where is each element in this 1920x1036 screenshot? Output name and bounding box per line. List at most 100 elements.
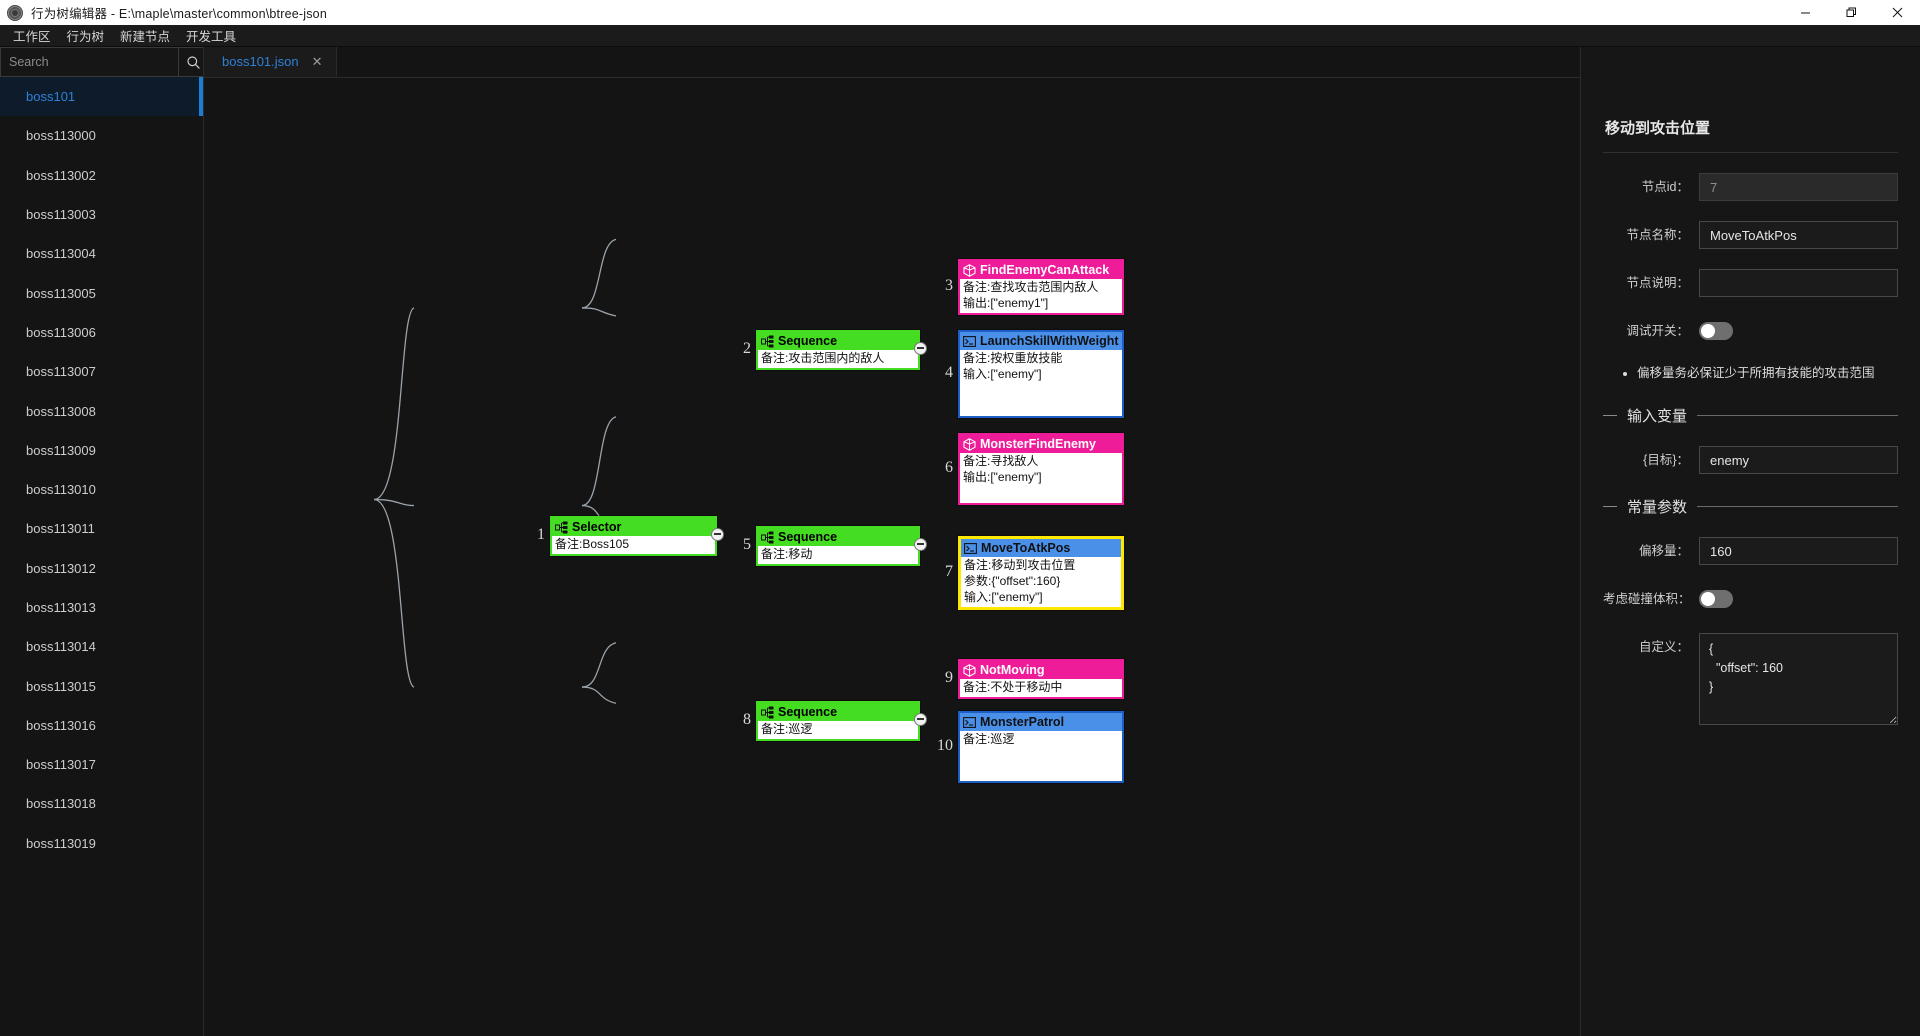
search-row [0,47,203,77]
search-button[interactable] [178,47,203,77]
custom-textarea[interactable]: { "offset": 160 } [1699,633,1898,725]
tab-label: boss101.json [222,54,299,69]
tree-node-line: 输出:["enemy"] [963,470,1042,484]
file-item[interactable]: boss113016 [0,706,203,745]
file-item[interactable]: boss113014 [0,627,203,666]
debug-switch-toggle[interactable] [1699,322,1733,340]
toggle-knob [1701,324,1715,338]
tree-node-line [963,398,1119,414]
menu-item-new-node[interactable]: 新建节点 [120,30,171,44]
node-id-label: 节点id： [1641,180,1689,194]
file-item[interactable]: boss113006 [0,313,203,352]
tree-node-collapse-toggle[interactable] [914,537,927,551]
file-item[interactable]: boss113007 [0,352,203,391]
condition-icon [963,263,976,277]
input-target-input[interactable] [1699,446,1898,474]
section-title: 输入变量 [1627,408,1688,425]
menu-item-workspace[interactable]: 工作区 [13,30,51,44]
file-item[interactable]: boss113004 [0,234,203,273]
maximize-button[interactable] [1828,0,1874,25]
search-input[interactable] [0,47,178,77]
tree-node-line: 备注:查找攻击范围内敌人 [963,280,1099,294]
file-item-label: boss113015 [26,678,96,694]
condition-icon [963,663,976,677]
file-item[interactable]: boss113015 [0,666,203,705]
offset-label: 偏移量： [1638,544,1689,558]
section-collapse-icon[interactable] [1603,415,1617,416]
file-item-label: boss113019 [26,835,96,851]
tree-node-title: MoveToAtkPos [981,541,1071,555]
close-button[interactable] [1874,0,1920,25]
file-item-label: boss113004 [26,246,96,262]
file-item-label: boss113009 [26,442,96,458]
collide-label: 考虑碰撞体积： [1603,592,1691,606]
tree-node-collapse-toggle[interactable] [914,341,927,355]
minimize-button[interactable] [1782,0,1828,25]
file-item[interactable]: boss113005 [0,273,203,312]
tree-node[interactable]: Sequence 备注:攻击范围内的敌人 [756,330,920,370]
tree-node-body: 备注:巡逻 [960,731,1122,781]
node-id-input [1699,173,1898,201]
section-collapse-icon[interactable] [1603,506,1617,507]
field-custom: 自定义： { "offset": 160 } [1603,633,1898,730]
node-desc-label: 节点说明： [1626,276,1689,290]
file-item[interactable]: boss113013 [0,588,203,627]
file-item-label: boss113012 [26,560,96,576]
file-item[interactable]: boss113017 [0,745,203,784]
tree-node[interactable]: FindEnemyCanAttack 备注:查找攻击范围内敌人输出:["enemy… [958,259,1124,315]
file-item-label: boss113014 [26,639,96,655]
debug-switch-label: 调试开关： [1626,324,1689,338]
composite-icon [761,531,774,543]
tree-node-title: FindEnemyCanAttack [980,263,1110,277]
file-item[interactable]: boss113012 [0,549,203,588]
tree-node-line: 备注:Boss105 [555,537,630,551]
tree-node-title: Sequence [778,334,838,348]
file-item[interactable]: boss113000 [0,116,203,155]
node-desc-input[interactable] [1699,269,1898,297]
tree-node-line: 输入:["enemy"] [963,367,1042,381]
tree-node-line: 备注:攻击范围内的敌人 [761,351,885,365]
file-item[interactable]: boss101 [0,77,203,117]
file-item[interactable]: boss113003 [0,195,203,234]
tab-close-icon[interactable]: ✕ [311,54,323,69]
input-target-label: {目标}： [1643,453,1689,467]
tree-node-collapse-toggle[interactable] [711,527,724,541]
file-item-label: boss101 [26,89,76,105]
tree-node-body: 备注:按权重放技能输入:["enemy"] [960,350,1122,416]
file-item[interactable]: boss113008 [0,391,203,430]
tree-node-index: 1 [537,525,545,543]
file-item-label: boss113013 [26,600,96,615]
tree-node-line: 备注:巡逻 [963,732,1015,746]
tree-node-index: 9 [945,668,953,686]
file-item[interactable]: boss113011 [0,509,203,548]
offset-input[interactable] [1699,537,1898,565]
file-item[interactable]: boss113009 [0,431,203,470]
file-item[interactable]: boss113010 [0,470,203,509]
menu-item-dev-tools[interactable]: 开发工具 [186,30,237,44]
tree-node-body: 备注:查找攻击范围内敌人输出:["enemy1"] [960,279,1122,313]
tree-node[interactable]: LaunchSkillWithWeight 备注:按权重放技能输入:["enemy… [958,330,1124,418]
file-item[interactable]: boss113002 [0,156,203,195]
collide-toggle[interactable] [1699,590,1733,608]
tree-node-collapse-toggle[interactable] [914,712,927,726]
file-item[interactable]: boss113019 [0,824,203,863]
tree-node-line: 备注:移动 [761,547,813,561]
file-item[interactable]: boss113018 [0,784,203,823]
tab-boss101-json[interactable]: boss101.json ✕ [204,47,337,77]
node-name-input[interactable] [1699,221,1898,249]
menu-item-behavior-tree[interactable]: 行为树 [66,30,105,44]
tree-node-title: LaunchSkillWithWeight [980,334,1119,348]
tree-node-title: NotMoving [980,663,1045,677]
tree-node-body: 备注:寻找敌人输出:["enemy"] [960,453,1122,503]
file-item-label: boss113007 [26,364,96,380]
search-icon [187,55,200,69]
